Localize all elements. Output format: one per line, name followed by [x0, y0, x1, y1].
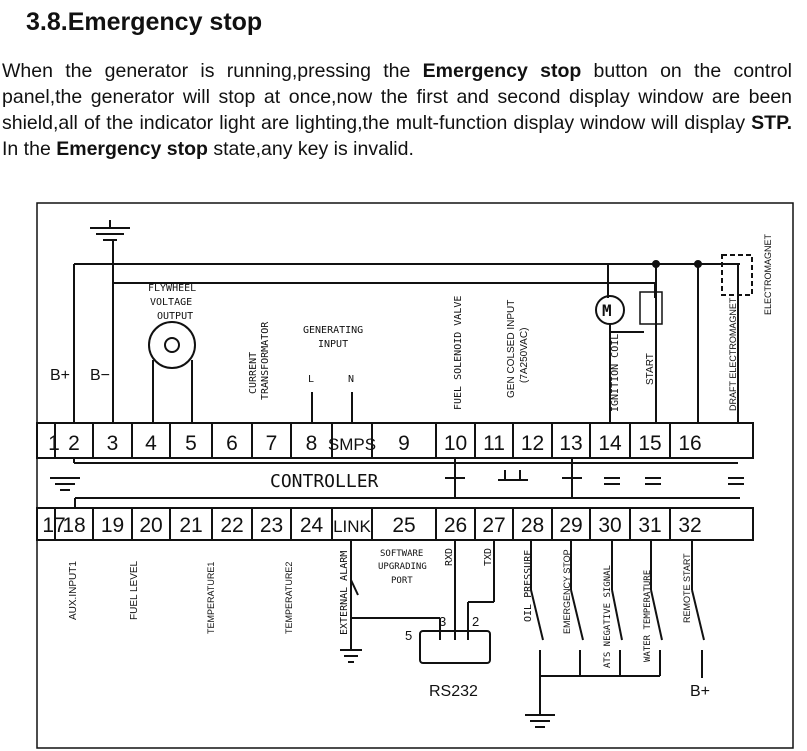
terminal-24: 24	[300, 514, 324, 537]
description-paragraph: When the generator is running,pressing t…	[2, 58, 792, 162]
gen-closed-label: GEN COLSED INPUT	[506, 300, 517, 398]
terminal-30: 30	[598, 514, 621, 537]
electromagnet-label: ELECTROMAGNET	[763, 233, 773, 315]
flywheel-label-2: VOLTAGE	[150, 297, 192, 308]
flywheel-icon	[148, 321, 196, 369]
terminal-link: LINK	[333, 517, 371, 536]
rs232-connector-icon	[419, 630, 491, 664]
b-plus-label: B+	[50, 367, 70, 384]
upgrading-label: UPGRADING	[378, 562, 427, 572]
l-label: L	[308, 374, 314, 385]
b-plus-bottom-label: B+	[690, 683, 710, 700]
terminal-6: 6	[226, 432, 238, 455]
relay-icon	[639, 291, 663, 325]
terminal-29: 29	[559, 514, 582, 537]
terminal-7: 7	[266, 432, 278, 455]
section-heading: 3.8.Emergency stop	[26, 8, 263, 36]
bottom-terminal-outline	[36, 507, 754, 541]
pin-5-label: 5	[405, 628, 412, 643]
external-alarm-label: EXTERNAL ALARM	[339, 551, 350, 635]
rs232-label: RS232	[429, 683, 478, 700]
aux-input1-label: AUX.INPUT1	[68, 561, 79, 620]
terminal-5: 5	[185, 432, 197, 455]
controller-label: CONTROLLER	[270, 471, 379, 492]
text: state,any key is invalid.	[207, 138, 414, 160]
terminal-31: 31	[638, 514, 661, 537]
terminal-21: 21	[179, 514, 202, 537]
emergency-stop-label: EMERGENCY STOP	[562, 549, 572, 634]
electromagnet-icon	[721, 254, 753, 296]
terminal-11: 11	[483, 432, 505, 455]
ignition-coil-label: IGNITION COIL	[610, 334, 621, 412]
oil-pressure-label: OIL PRESSURE	[523, 550, 534, 622]
transformator-label: TRANSFORMATOR	[260, 321, 271, 400]
input-label: INPUT	[318, 339, 348, 350]
n-label: N	[348, 374, 354, 385]
terminal-15: 15	[638, 432, 661, 455]
terminal-23: 23	[260, 514, 283, 537]
gen-closed-rating: (7A250VAC)	[519, 328, 530, 383]
terminal-25: 25	[392, 514, 415, 537]
terminal-12: 12	[521, 432, 544, 455]
flywheel-label-1: FLYWHEEL	[148, 283, 196, 294]
pin-3-label: 3	[439, 614, 446, 629]
temperature2-label: TEMPERATURE2	[284, 562, 294, 634]
draft-electromagnet-label: DRAFT ELECTROMAGNET	[728, 297, 738, 411]
pin-2-label: 2	[472, 614, 479, 629]
terminal-19: 19	[101, 514, 124, 537]
txd-label: TXD	[483, 548, 494, 566]
fuel-solenoid-label: FUEL SOLENOID VALVE	[453, 296, 464, 410]
terminal-4: 4	[145, 432, 157, 455]
terminal-32: 32	[678, 514, 701, 537]
bold-text: Emergency stop	[422, 60, 582, 82]
ats-negative-label: ATS NEGATIVE SIGNAL	[603, 565, 613, 668]
wires	[50, 220, 753, 728]
motor-label: M	[602, 301, 612, 320]
b-minus-label: B−	[90, 367, 110, 384]
terminal-26: 26	[444, 514, 467, 537]
flywheel-label-3: OUTPUT	[157, 311, 193, 322]
text: When the generator is running,pressing t…	[2, 60, 423, 82]
bold-text: STP.	[751, 112, 792, 134]
rxd-label: RXD	[444, 548, 455, 566]
diagram-frame	[36, 202, 794, 749]
terminal-2: 2	[68, 432, 80, 455]
text: button on the control panel,the generato…	[2, 60, 792, 134]
software-label: SOFTWARE	[380, 549, 423, 559]
terminal-3: 3	[107, 432, 119, 455]
start-label: START	[645, 353, 656, 385]
current-label: CURRENT	[248, 352, 259, 394]
terminal-8: 8	[306, 432, 318, 455]
bold-text: Emergency stop	[56, 138, 208, 160]
terminal-27: 27	[482, 514, 505, 537]
terminal-22: 22	[220, 514, 243, 537]
text: In the	[2, 138, 57, 160]
temperature1-label: TEMPERATURE1	[206, 562, 216, 634]
terminal-9: 9	[398, 432, 410, 455]
terminal-14: 14	[598, 432, 622, 455]
terminal-13: 13	[559, 432, 582, 455]
terminal-16: 16	[678, 432, 701, 455]
fuel-level-label: FUEL LEVEL	[129, 560, 140, 620]
terminal-18: 18	[62, 514, 85, 537]
terminal-20: 20	[139, 514, 162, 537]
water-temperature-label: WATER TEMPERATURE	[643, 570, 653, 662]
terminal-28: 28	[521, 514, 544, 537]
generating-label: GENERATING	[303, 325, 363, 336]
port-label: PORT	[391, 576, 413, 586]
terminal-smps: SMPS	[328, 435, 376, 454]
top-terminal-outline	[36, 422, 754, 459]
remote-start-label: REMOTE START	[682, 553, 692, 623]
terminal-10: 10	[444, 432, 467, 455]
